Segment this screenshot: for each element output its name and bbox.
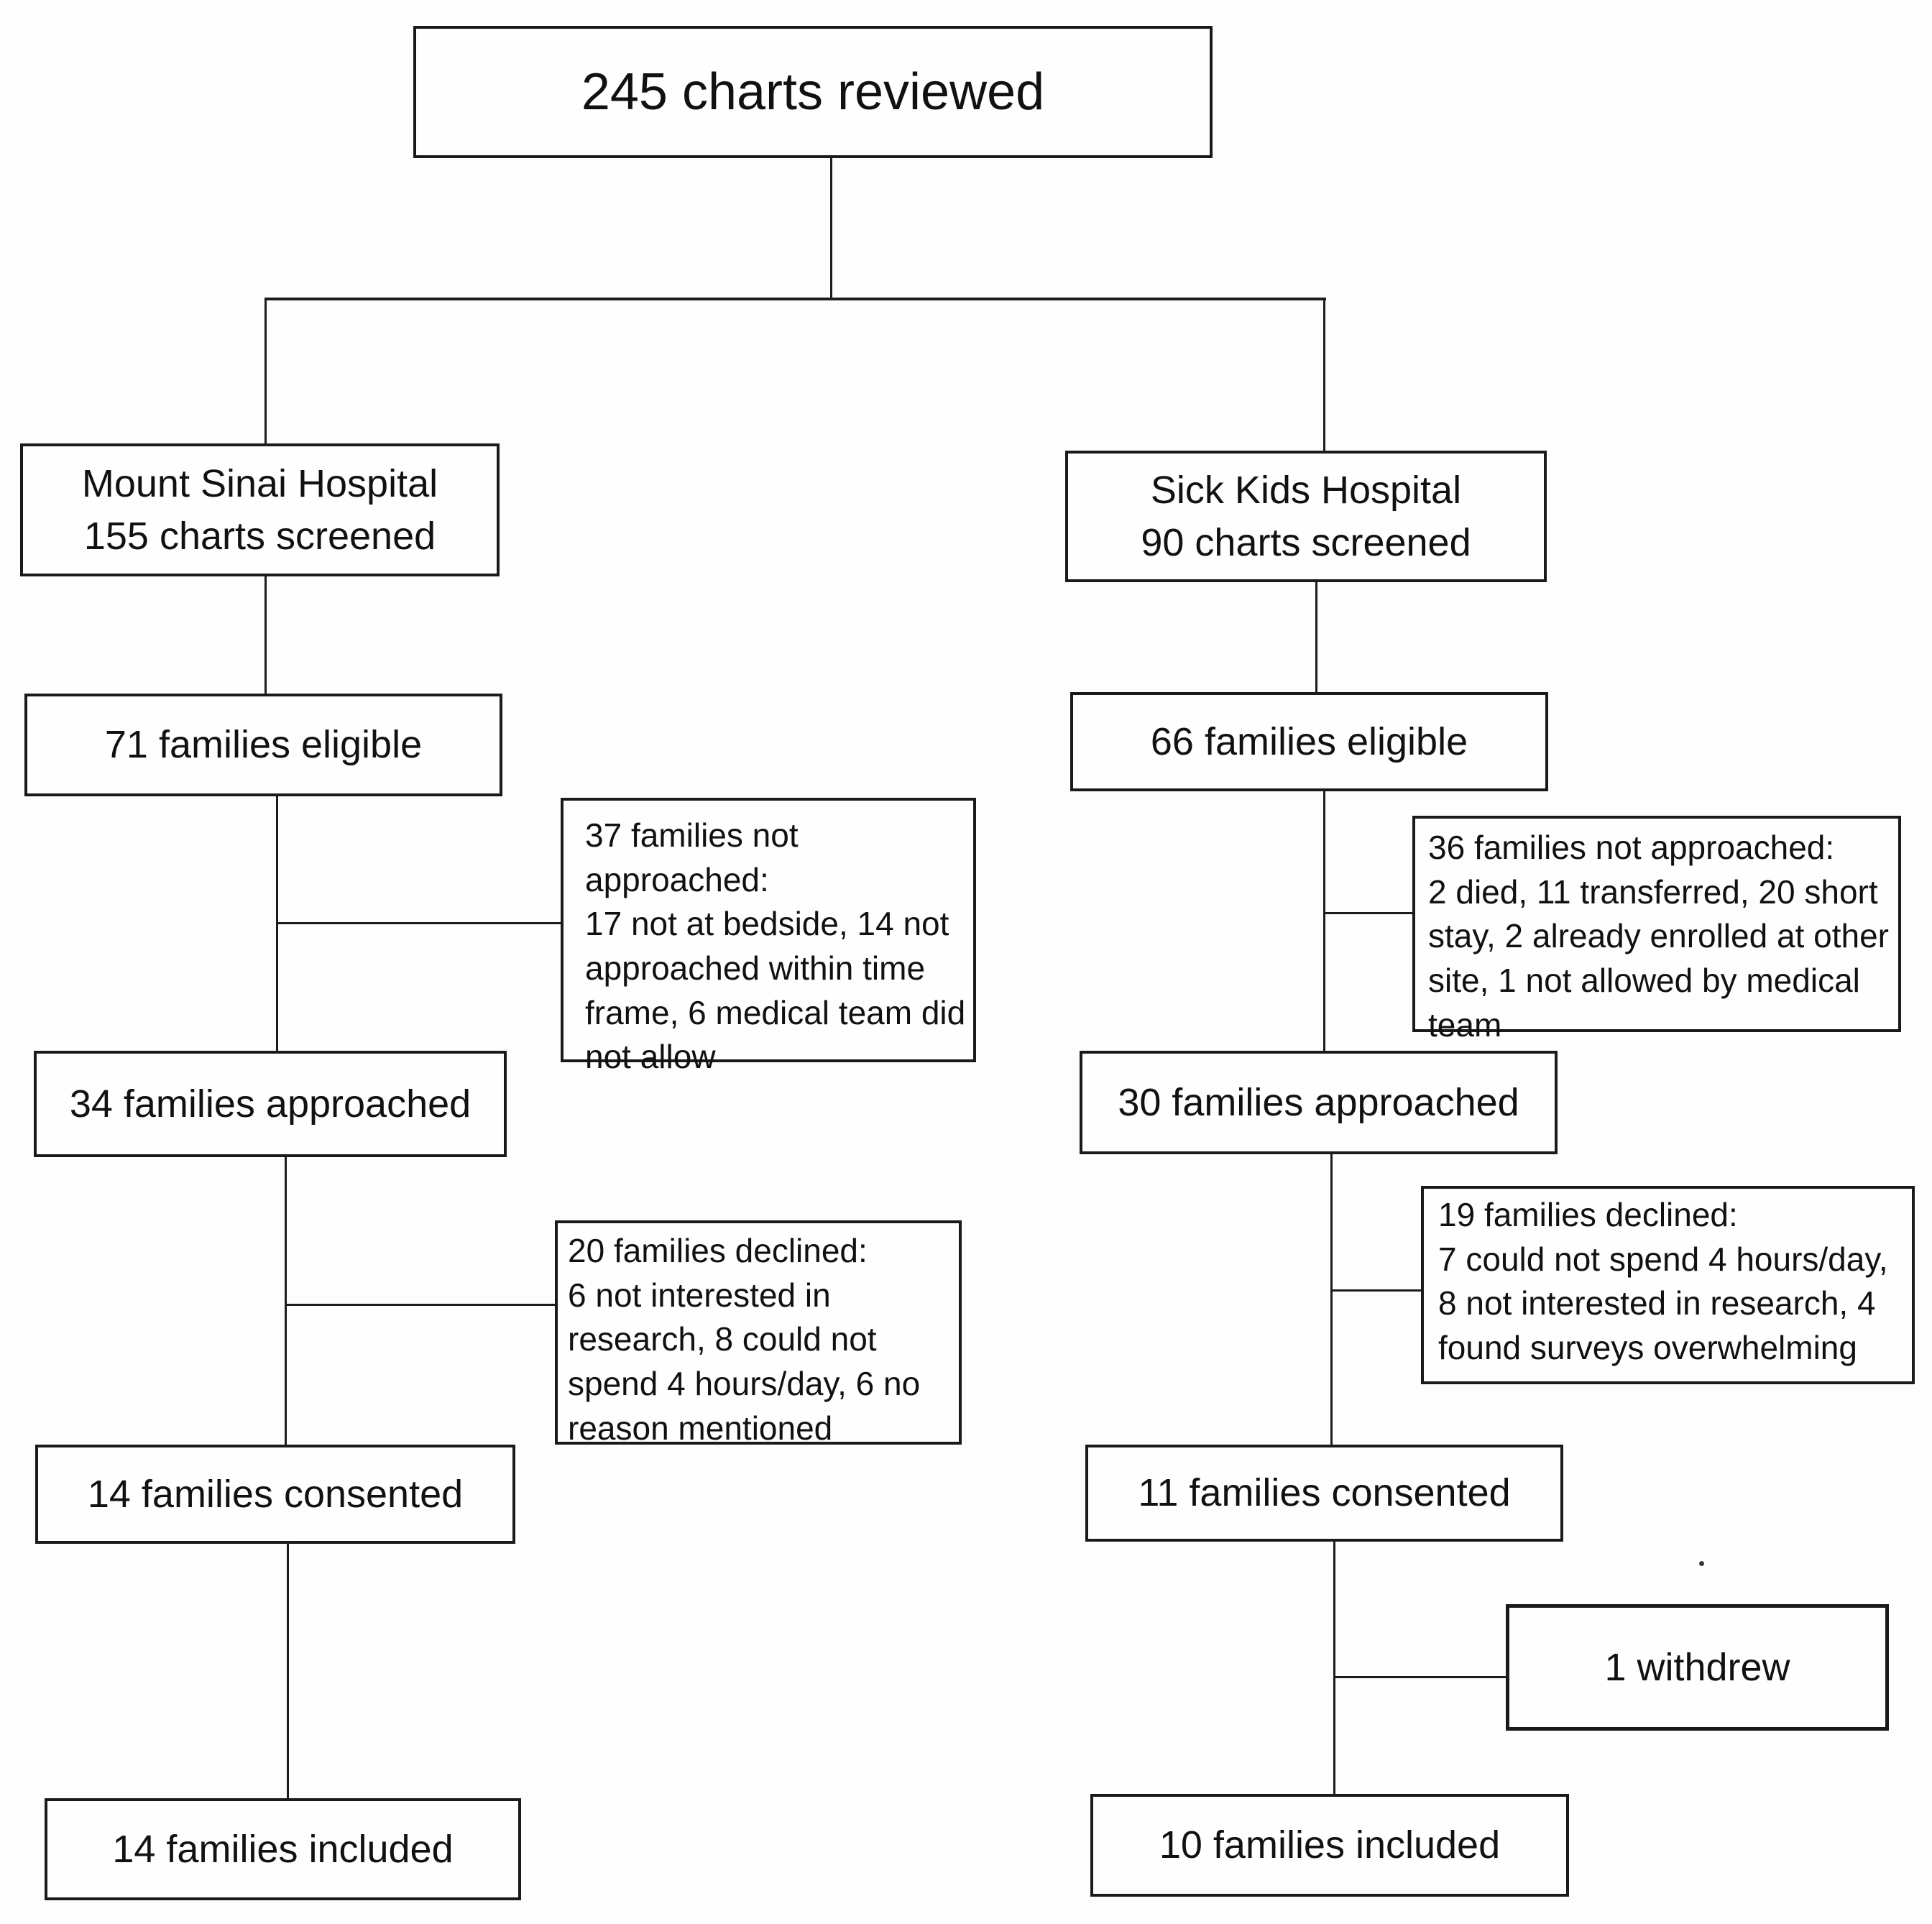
connector-split-horizontal bbox=[264, 298, 1326, 300]
connector-ms-site-eligible bbox=[264, 576, 267, 694]
node-sk-not-approached: 36 families not approached: 2 died, 11 t… bbox=[1412, 816, 1901, 1044]
node-ms-families-approached: 34 families approached bbox=[34, 1051, 507, 1157]
node-sick-kids-screened-label: Sick Kids Hospital 90 charts screened bbox=[1141, 468, 1471, 564]
node-ms-not-approached-label: 37 families not approached: 17 not at be… bbox=[585, 816, 966, 1076]
node-ms-families-included: 14 families included bbox=[45, 1798, 521, 1900]
node-ms-families-declined-label: 20 families declined: 6 not interested i… bbox=[568, 1232, 921, 1447]
node-sk-families-consented: 11 families consented bbox=[1085, 1445, 1563, 1542]
connector-ms-approached-consented bbox=[285, 1157, 287, 1445]
connector-ms-declined-branch bbox=[285, 1304, 555, 1306]
node-ms-families-included-label: 14 families included bbox=[112, 1827, 454, 1871]
connector-sk-site-eligible bbox=[1315, 582, 1317, 692]
node-ms-families-approached-label: 34 families approached bbox=[69, 1082, 472, 1126]
connector-ms-not-approached-branch bbox=[276, 922, 561, 924]
connector-sk-not-approached-branch bbox=[1323, 912, 1412, 914]
connector-split-left-down bbox=[264, 298, 267, 443]
node-sk-withdrew-label: 1 withdrew bbox=[1604, 1645, 1790, 1689]
connector-sk-consented-included bbox=[1333, 1542, 1335, 1794]
node-sick-kids-screened: Sick Kids Hospital 90 charts screened bbox=[1065, 451, 1547, 582]
connector-sk-approached-consented bbox=[1330, 1154, 1333, 1445]
node-sk-families-consented-label: 11 families consented bbox=[1138, 1471, 1511, 1515]
connector-ms-consented-included bbox=[287, 1544, 289, 1798]
node-sk-not-approached-label: 36 families not approached: 2 died, 11 t… bbox=[1428, 829, 1889, 1044]
node-sk-families-declined: 19 families declined: 7 could not spend … bbox=[1421, 1186, 1915, 1384]
node-sk-families-approached: 30 families approached bbox=[1080, 1051, 1558, 1154]
node-sk-families-declined-label: 19 families declined: 7 could not spend … bbox=[1438, 1196, 1888, 1366]
node-mount-sinai-screened-label: Mount Sinai Hospital 155 charts screened bbox=[81, 461, 438, 558]
connector-sk-eligible-approached bbox=[1323, 791, 1325, 1051]
connector-split-right-down bbox=[1323, 298, 1325, 451]
node-sk-withdrew: 1 withdrew bbox=[1506, 1604, 1889, 1731]
node-sk-families-included: 10 families included bbox=[1090, 1794, 1569, 1897]
node-mount-sinai-screened: Mount Sinai Hospital 155 charts screened bbox=[20, 443, 500, 576]
connector-sk-declined-branch bbox=[1330, 1289, 1421, 1292]
node-sk-families-eligible: 66 families eligible bbox=[1070, 692, 1548, 791]
node-charts-reviewed-label: 245 charts reviewed bbox=[581, 63, 1045, 121]
node-ms-families-eligible: 71 families eligible bbox=[24, 694, 502, 796]
connector-sk-withdrew-branch bbox=[1333, 1676, 1506, 1678]
node-charts-reviewed: 245 charts reviewed bbox=[413, 26, 1213, 158]
node-ms-families-eligible-label: 71 families eligible bbox=[104, 723, 423, 767]
node-ms-not-approached: 37 families not approached: 17 not at be… bbox=[561, 798, 976, 1075]
node-ms-families-consented: 14 families consented bbox=[35, 1445, 515, 1544]
node-ms-families-declined: 20 families declined: 6 not interested i… bbox=[555, 1220, 962, 1447]
connector-root-down bbox=[830, 158, 832, 300]
node-sk-families-included-label: 10 families included bbox=[1159, 1823, 1501, 1867]
node-ms-families-consented-label: 14 families consented bbox=[87, 1472, 464, 1516]
node-sk-families-eligible-label: 66 families eligible bbox=[1150, 719, 1468, 763]
node-sk-families-approached-label: 30 families approached bbox=[1118, 1080, 1519, 1124]
stray-mark bbox=[1699, 1561, 1704, 1566]
